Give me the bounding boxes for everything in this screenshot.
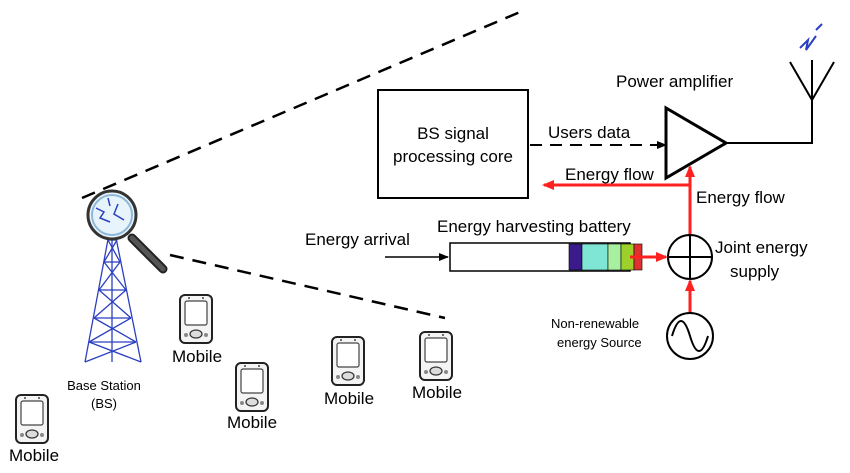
bs-core-box [377,89,529,199]
mobile-label: Mobile [172,347,222,366]
battery-segment [607,243,622,271]
nonrenewable-label-line1: Non-renewable [551,316,639,331]
sine-wave-icon [666,312,714,360]
antenna-feed-line [726,100,813,144]
battery-segment [568,243,583,271]
amplifier-icon [664,105,729,181]
energy-flow-right-label: Energy flow [696,188,786,207]
energy-arrival-label: Energy arrival [305,230,410,249]
mobile-label: Mobile [324,389,374,408]
bs-core-label-line1: BS signal [417,124,489,143]
mobile-label: Mobile [227,413,277,432]
magnifier-icon [86,189,168,274]
base-station-label-line2: (BS) [91,396,117,411]
mobile-label: Mobile [9,446,59,465]
energy-flow-left-label: Energy flow [565,165,655,184]
joint-supply-label-line1: Joint energy [715,238,808,257]
tower-icon [84,217,142,363]
mobile-icon [235,362,269,412]
battery-segment [581,243,609,271]
bs-core-label-line2: processing core [393,147,513,166]
coverage-line-lower [169,253,446,320]
battery-label: Energy harvesting battery [437,217,631,236]
mobile-icon [331,336,365,386]
power-amplifier-label: Power amplifier [616,72,733,91]
joint-supply-label-line2: supply [730,262,780,281]
coverage-line-upper [81,10,521,200]
adder-icon [667,234,713,280]
antenna-icon [789,23,835,102]
base-station-label-line1: Base Station [67,378,141,393]
mobile-label: Mobile [412,383,462,402]
nonrenewable-label-line2: energy Source [557,335,642,350]
mobile-icon [179,294,213,344]
mobile-icon [15,394,49,444]
users-data-label: Users data [548,123,631,142]
mobile-icon [419,331,453,381]
